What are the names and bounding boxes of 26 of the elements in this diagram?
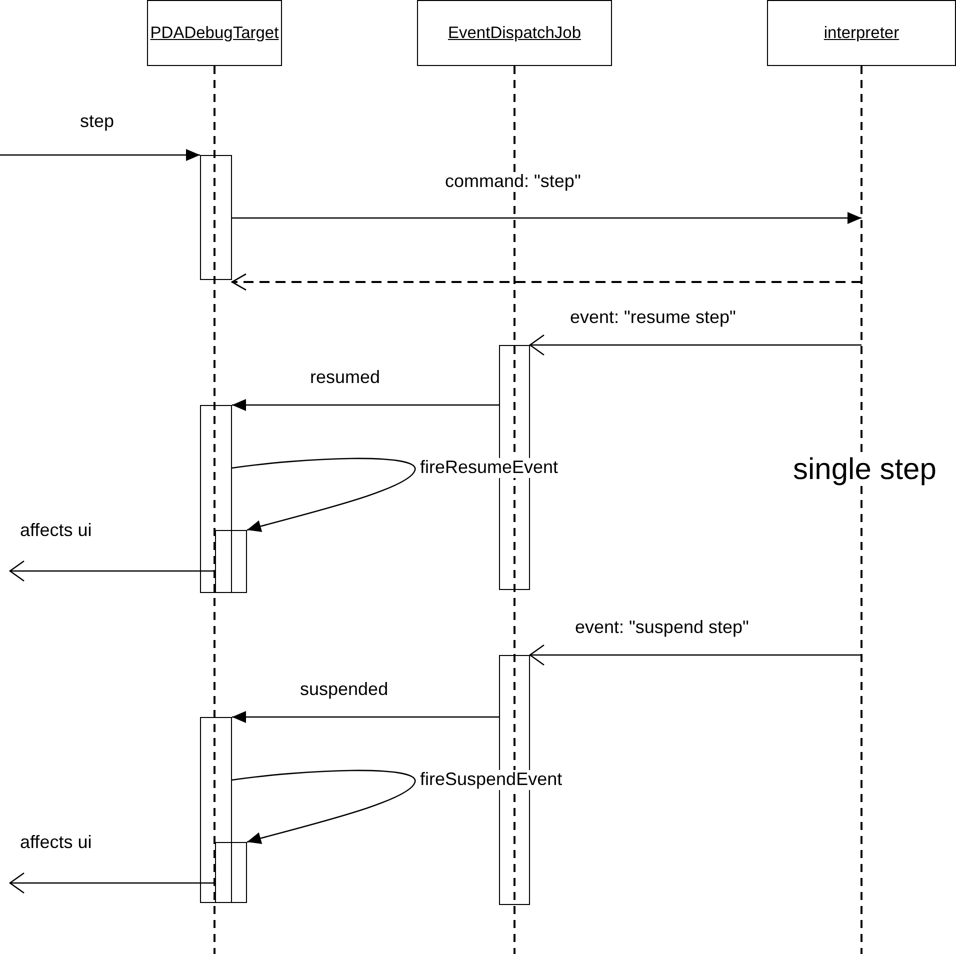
message-arrow	[9, 560, 215, 582]
object-box: EventDispatchJob	[417, 0, 612, 66]
activation-bar	[215, 842, 247, 903]
message-label: suspended	[300, 680, 388, 700]
message-label: step	[80, 112, 114, 132]
message-label: fireSuspendEvent	[420, 770, 562, 790]
activation-bar	[200, 405, 232, 593]
message-arrow	[529, 334, 862, 356]
return-arrow	[231, 273, 862, 291]
activation-bar	[215, 530, 247, 593]
message-arrow	[232, 458, 416, 532]
message-label: fireResumeEvent	[420, 458, 558, 478]
message-arrow	[232, 770, 416, 844]
message-arrow	[9, 872, 215, 894]
message-arrow	[232, 212, 862, 224]
object-box: interpreter	[767, 0, 956, 66]
object-box: PDADebugTarget	[147, 0, 282, 66]
message-label: event: "resume step"	[570, 308, 736, 328]
message-arrow	[232, 399, 499, 411]
message-arrow	[0, 149, 200, 161]
message-label: event: "suspend step"	[575, 618, 749, 638]
message-arrow	[232, 711, 499, 723]
activation-bar	[200, 717, 232, 903]
message-label: command: "step"	[445, 172, 581, 192]
activation-bar	[200, 155, 232, 280]
message-arrow	[529, 644, 862, 666]
